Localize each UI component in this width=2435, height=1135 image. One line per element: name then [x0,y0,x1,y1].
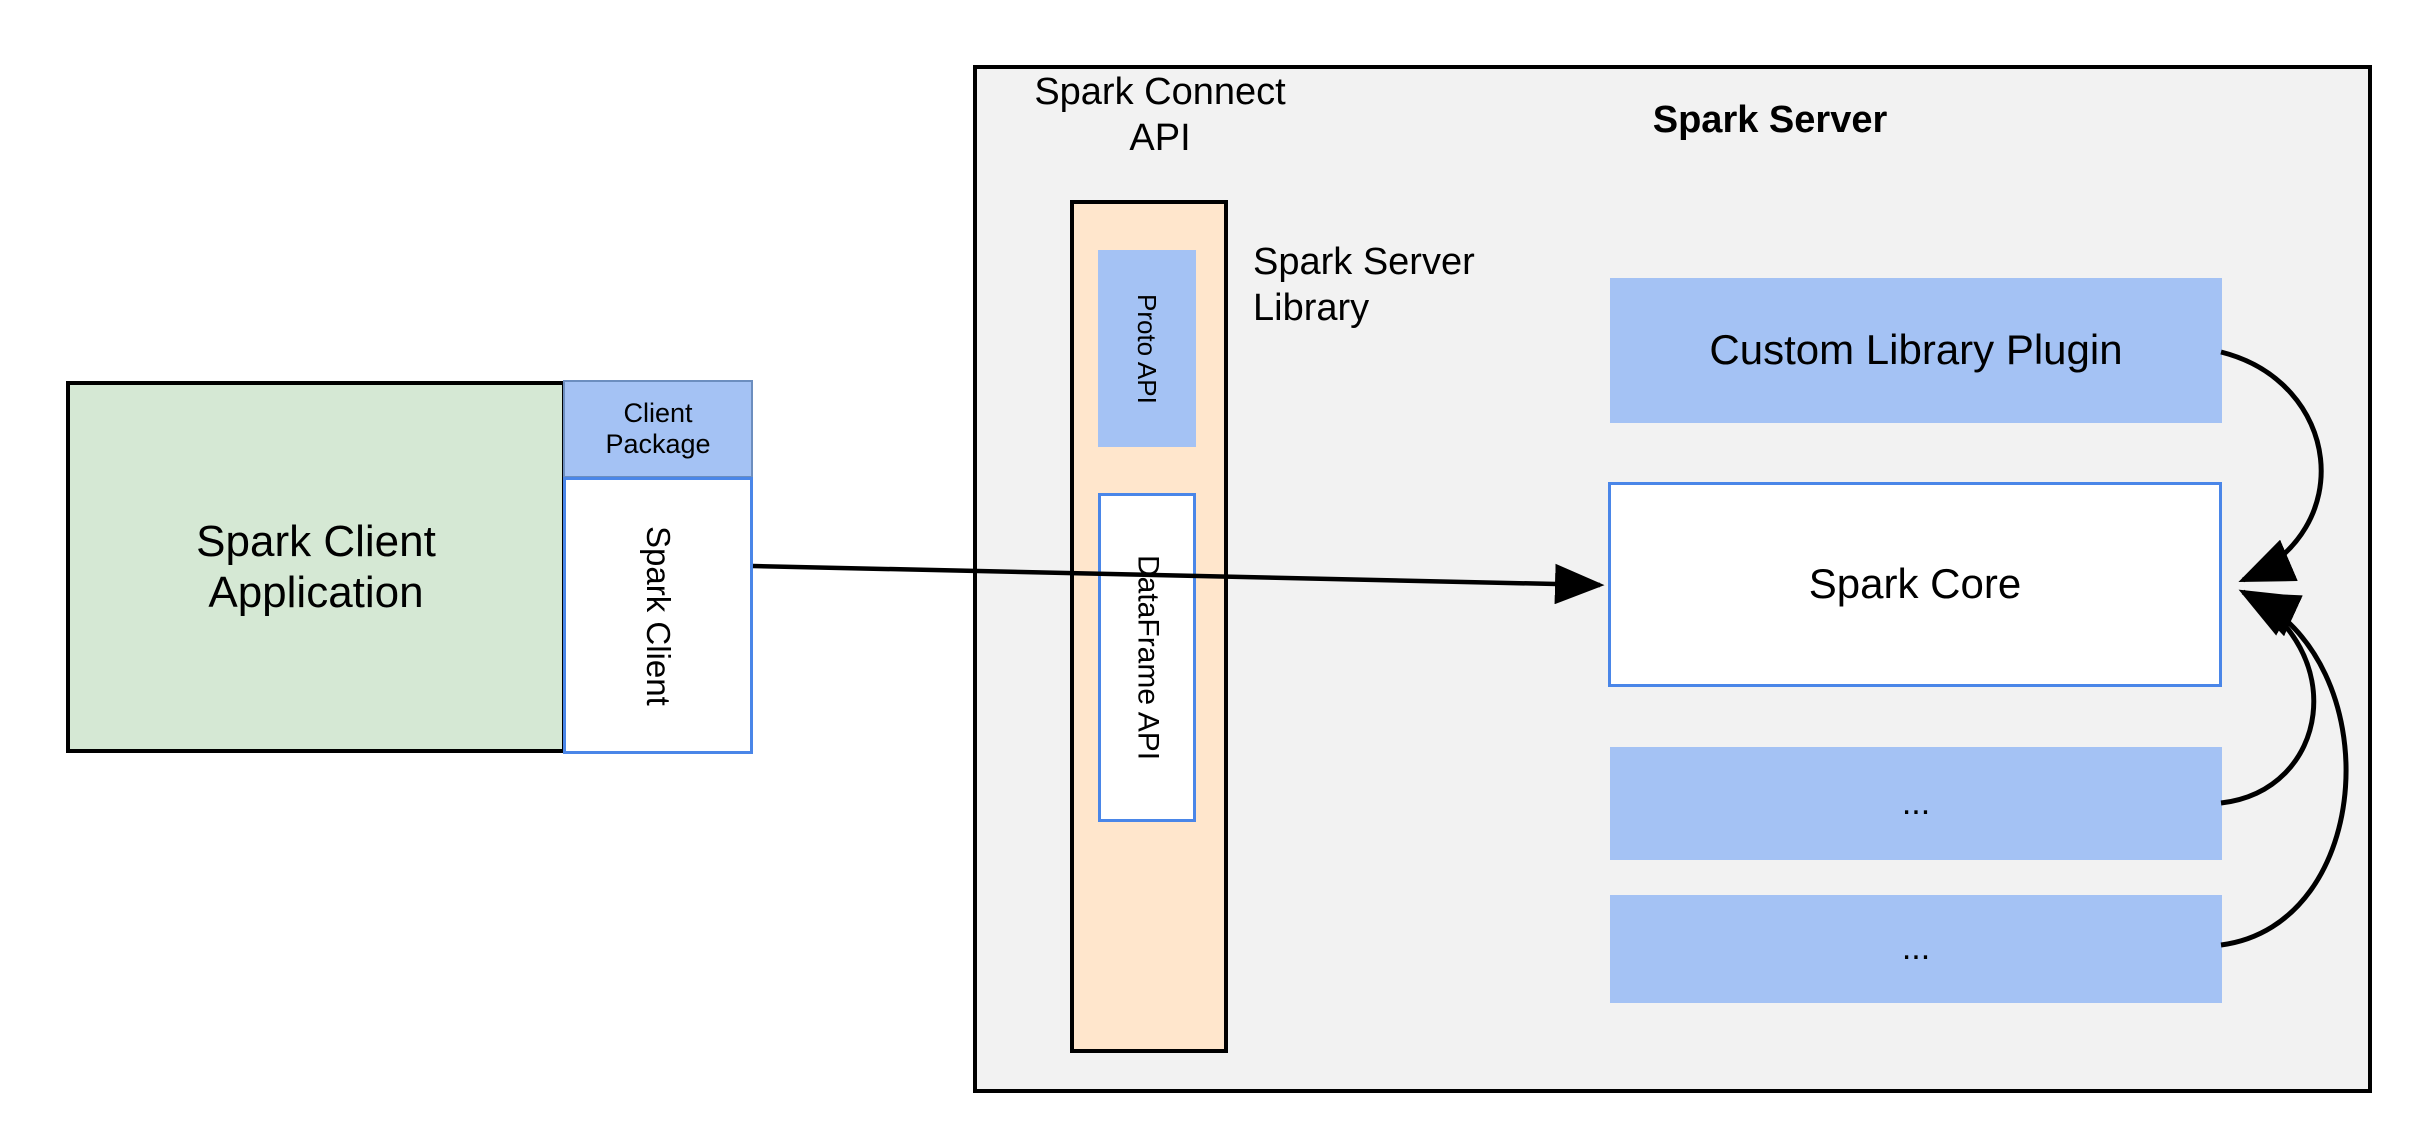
ellipsis-box-2[interactable]: ... [1610,895,2222,1003]
spark-client-label: Spark Client [640,525,678,706]
spark-server-title: Spark Server [1652,99,1888,141]
proto-api-label: Proto API [1132,293,1163,404]
custom-library-plugin-label: Custom Library Plugin [1709,326,2123,374]
spark-core-label: Spark Core [1808,560,2022,608]
dataframe-api-box[interactable]: DataFrame API [1098,493,1196,822]
spark-server-library-label: Spark Server Library [1253,241,1475,329]
spark-connect-api-label: Spark Connect API [1034,71,1286,159]
ellipsis-box-1-label: ... [1901,783,1931,822]
spark-client-application-label: Spark Client Application [196,516,436,617]
dataframe-api-label: DataFrame API [1131,554,1165,761]
ellipsis-box-2-label: ... [1901,929,1931,968]
spark-client-application-box[interactable]: Spark Client Application [66,381,566,753]
proto-api-box[interactable]: Proto API [1098,250,1196,447]
ellipsis-box-1[interactable]: ... [1610,747,2222,860]
client-package-box[interactable]: Client Package [563,380,753,478]
spark-client-box[interactable]: Spark Client [563,477,753,754]
custom-library-plugin-box[interactable]: Custom Library Plugin [1610,278,2222,423]
spark-core-box[interactable]: Spark Core [1608,482,2222,687]
client-package-label: Client Package [605,397,711,459]
